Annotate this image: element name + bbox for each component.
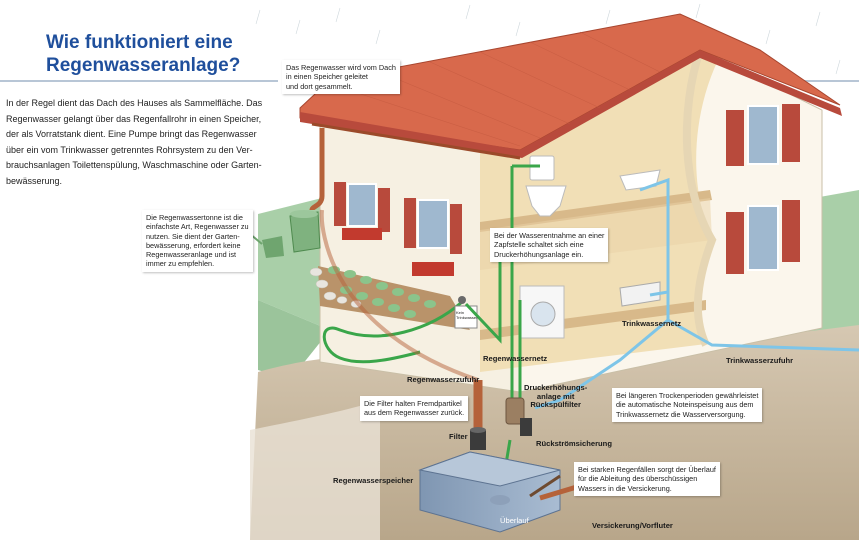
intro-line: über ein vom Trinkwasser getrenntes Rohr…	[6, 144, 253, 155]
title-line-1: Wie funktioniert eine	[46, 32, 233, 53]
intro-text: In der Regel dient das Dach des Hauses a…	[6, 96, 262, 190]
label-backflow-preventer: Rückströmsicherung	[536, 439, 612, 448]
note-overflow: Bei starken Regenfällen sorgt der Überla…	[574, 462, 720, 496]
note-line: Bei starken Regenfällen sorgt der Überla…	[578, 465, 716, 474]
note-roof: Das Regenwasser wird vom Dach in einen S…	[282, 60, 400, 94]
label-trinkwassernetz: Trinkwassernetz	[622, 319, 682, 328]
rainwater-net-pipes	[464, 164, 540, 501]
label-infiltration: Versickerung/Vorfluter	[592, 521, 673, 530]
stones	[309, 267, 362, 308]
rainwater-tank	[418, 451, 561, 533]
note-line: Druckerhöhungsanlage ein.	[494, 249, 584, 259]
note-line: Das Regenwasser wird vom Dach	[286, 63, 396, 72]
rain-barrel	[289, 210, 321, 253]
pressure-booster	[505, 397, 532, 436]
note-line: Zapfstelle schaltet sich eine	[494, 240, 584, 250]
intro-line: brauchsanlagen Toilettenspülung, Waschma…	[6, 160, 262, 171]
label-trinkwasserzufuhr: Trinkwasserzufuhr	[726, 356, 794, 365]
label-filter: Filter	[449, 432, 468, 441]
note-line: Bei der Wasserentnahme an einer	[494, 231, 605, 240]
utility-sink	[619, 281, 661, 307]
right-window-1	[726, 104, 800, 166]
label-line: Druckerhöhungs-	[524, 383, 588, 392]
label-overflow: Überlauf	[500, 516, 529, 525]
left-window-1	[334, 182, 390, 240]
note-rain-barrel: Die Regenwassertonne ist die einfachste …	[142, 210, 253, 272]
garden-bed	[318, 266, 470, 330]
title-line-2: Regenwasseranlage?	[46, 55, 241, 76]
label-regenwasserzufuhr: Regenwasserzufuhr	[407, 375, 480, 384]
note-line: immer zu empfehlen.	[146, 259, 215, 269]
drinking-water-pipes	[534, 177, 859, 410]
note-line: die automatische Noteinspeisung aus dem	[616, 400, 754, 410]
label-regenwassernetz: Regenwassernetz	[483, 354, 548, 363]
note-line: einfachste Art, Regenwasser zu	[146, 222, 249, 232]
note-line: aus dem Regenwasser zurück.	[364, 408, 465, 418]
intro-line: In der Regel dient das Dach des Hauses a…	[6, 98, 263, 108]
note-line: Bei längeren Trockenperioden gewährleist…	[616, 391, 759, 400]
label-pressure-booster: Druckerhöhungs- anlage mit Rückspülfilte…	[524, 383, 588, 410]
toilet	[525, 155, 567, 217]
note-line: für die Ableitung des überschüssigen	[578, 474, 698, 484]
note-filter: Die Filter halten Fremdpartikel aus dem …	[360, 396, 469, 421]
note-pressure-booster: Bei der Wasserentnahme an einer Zapfstel…	[490, 228, 609, 262]
downpipe	[309, 128, 325, 211]
left-window-2	[404, 198, 462, 276]
intro-line: der als Vorratstank dient. Eine Pumpe br…	[6, 129, 257, 140]
note-line: bewässerung, erfordert keine	[146, 240, 241, 250]
note-line: Trinkwassernetz die Wasserversorgung.	[616, 409, 746, 419]
note-line: Wassers in die Versickerung.	[578, 483, 672, 493]
page-title: Wie funktioniert eine Regenwasseranlage?	[46, 31, 286, 77]
note-line: Die Regenwassertonne ist die	[146, 213, 243, 222]
intro-line: bewässerung.	[6, 175, 63, 186]
label-line: anlage mit	[536, 391, 575, 401]
label-line: Rückspülfilter	[530, 400, 581, 410]
garden-hose	[322, 300, 463, 364]
plants	[328, 266, 436, 318]
washing-machine	[519, 285, 565, 339]
right-window-2	[726, 200, 800, 274]
tap-sign: Kein Trinkwasser	[456, 310, 478, 320]
intro-line: Regenwasser gelangt über das Regenfallro…	[6, 113, 262, 124]
note-line: Regenwasseranlage und ist	[146, 250, 237, 260]
note-line: nutzen. Sie dient der Garten-	[146, 231, 240, 241]
note-line: Die Filter halten Fremdpartikel	[364, 399, 462, 408]
roof-gutter	[311, 122, 521, 160]
note-drought: Bei längeren Trockenperioden gewährleist…	[612, 388, 763, 422]
label-rainwater-tank: Regenwasserspeicher	[333, 476, 414, 485]
note-line: und dort gesammelt.	[286, 81, 353, 91]
filter-unit	[470, 427, 486, 450]
note-line: in einen Speicher geleitet	[286, 72, 368, 82]
